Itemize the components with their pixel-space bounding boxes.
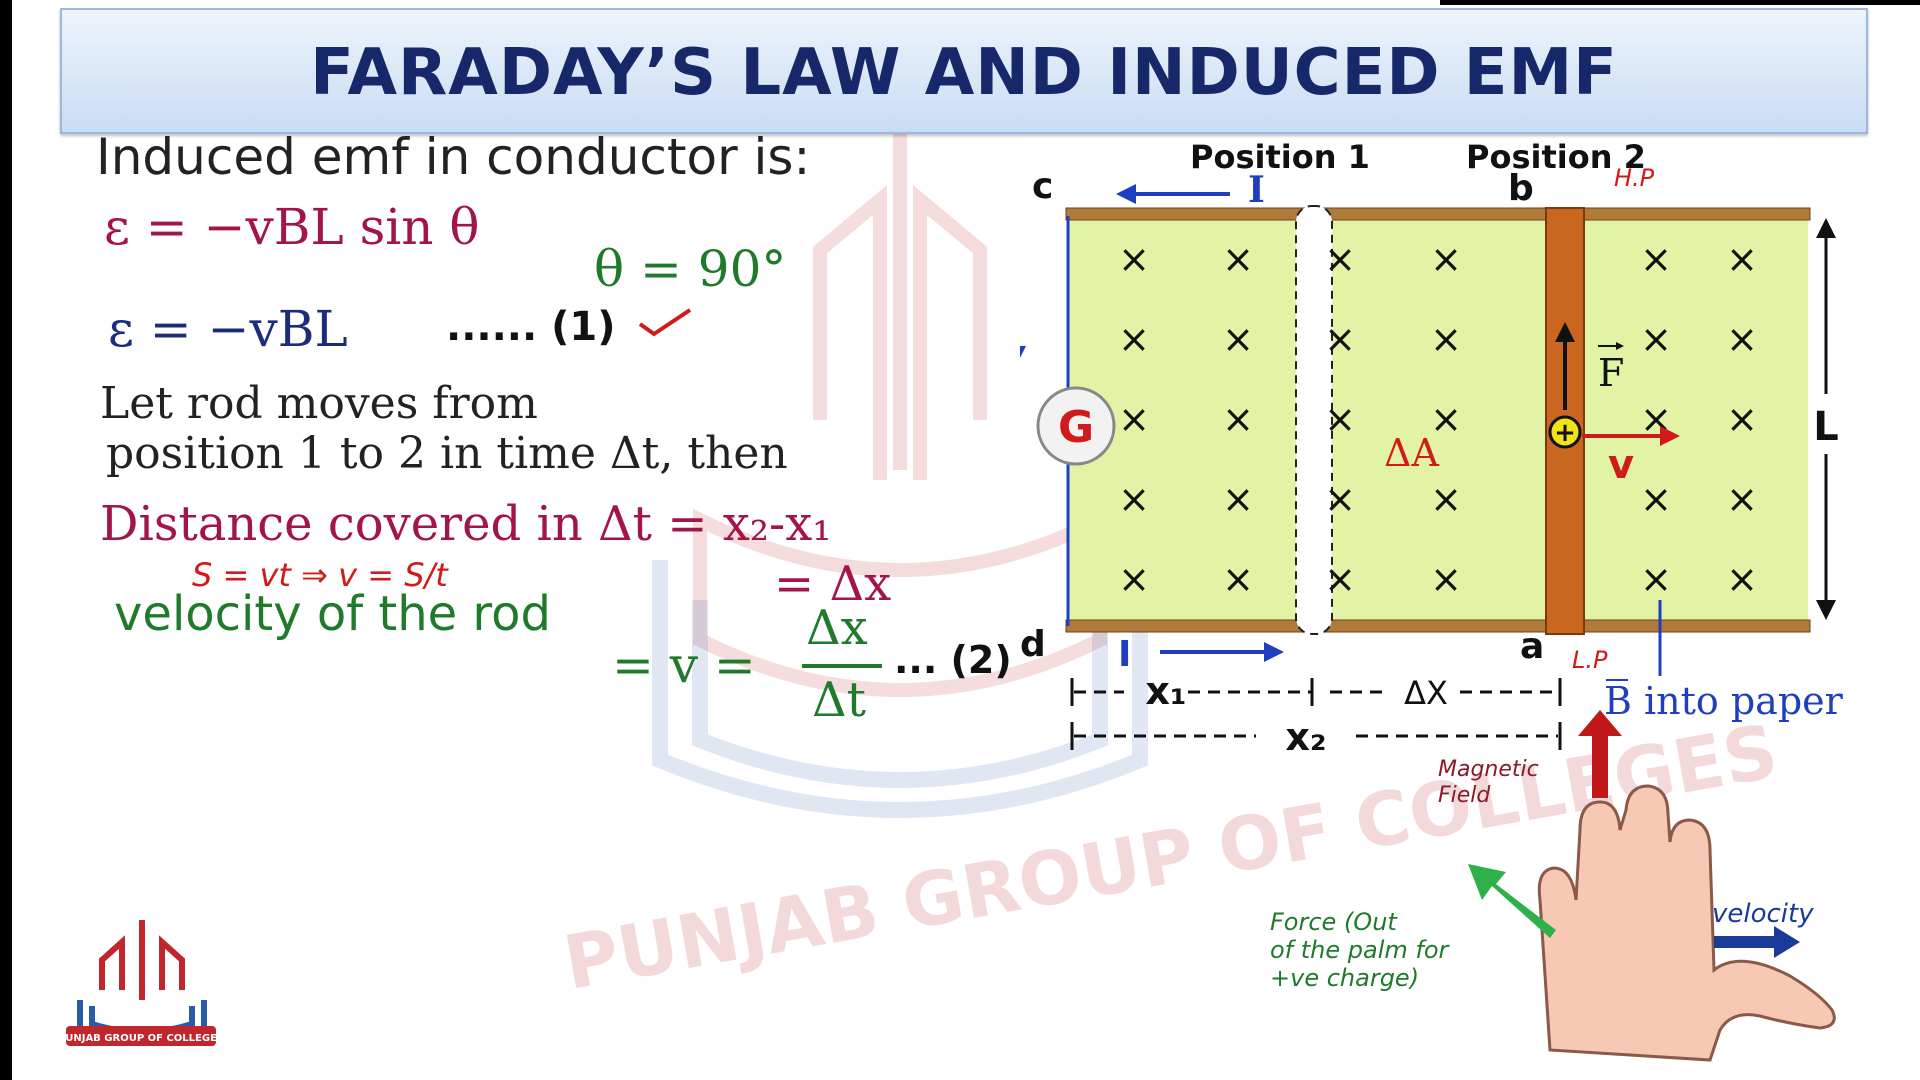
distance-covered-line: Distance covered in Δt = x₂-x₁ [100,496,832,552]
circuit-diagram: × × × × × × × × × × × × × × × × × × × × … [1020,138,1846,1062]
fraction-denominator: Δt [812,672,866,728]
slide-title: FARADAY’S LAW AND INDUCED EMF [310,36,1618,110]
bottom-rail [1065,619,1811,633]
hand-illustration: Magnetic Field Force (Out of the palm fo… [1270,710,1836,1062]
field-cross: × [1430,557,1462,601]
position-2-label: Position 2 [1466,138,1646,176]
force-note-line-3: +ve charge) [1270,964,1419,992]
current-label-top: I [1248,169,1265,211]
delta-a-label: ΔA [1384,431,1439,475]
field-cross: × [1324,237,1356,281]
handwritten-note: S = vt ⇒ v = S/t [192,556,448,594]
low-potential-label: L.P [1572,646,1608,674]
field-cross: × [1726,397,1758,441]
title-banner: FARADAY’S LAW AND INDUCED EMF [60,8,1868,134]
corner-c: c [1032,166,1053,207]
field-cross: × [1430,397,1462,441]
field-cross: × [1118,317,1150,361]
field-cross: × [1640,237,1672,281]
left-frame-border [0,0,12,1080]
hand-velocity-label: velocity [1712,899,1814,929]
field-cross: × [1118,237,1150,281]
field-cross: × [1726,557,1758,601]
field-cross: × [1324,557,1356,601]
corner-d: d [1020,624,1046,665]
fraction-bar [802,664,882,668]
field-region [1068,216,1808,626]
field-cross: × [1726,477,1758,521]
emf-equation-simple: ε = −vBL [108,300,348,358]
field-cross: × [1118,397,1150,441]
top-frame-border [1440,0,1920,5]
b-into-paper-label: B into paper [1604,679,1844,723]
equation-2-tag: ... (2) [894,638,1012,682]
field-cross: × [1430,237,1462,281]
force-label: F [1598,351,1624,395]
field-cross: × [1324,397,1356,441]
field-cross: × [1430,477,1462,521]
corner-b: b [1508,168,1534,209]
field-cross: × [1222,317,1254,361]
current-label-bottom: I [1118,634,1131,675]
positive-charge [1548,415,1582,449]
x1-label: x₁ [1145,669,1186,713]
field-cross: × [1222,477,1254,521]
field-cross: × [1324,317,1356,361]
induced-emf-heading: Induced emf in conductor is: [96,128,811,186]
fraction-numerator: Δx [806,600,868,656]
hand-shape [1537,784,1836,1062]
field-cross: × [1640,317,1672,361]
galvanometer [1036,386,1116,466]
field-cross: × [1222,557,1254,601]
velocity-of-rod-label: velocity of the rod [114,586,551,642]
magnetic-field-arrow [1578,710,1622,798]
high-potential-label: H.P [1614,164,1655,192]
magnetic-field-label-2: Field [1438,783,1491,808]
velocity-arrow-blue [1714,926,1800,958]
field-cross: × [1222,237,1254,281]
force-arrow-green [1468,864,1556,938]
logo-text: PUNJAB GROUP OF COLLEGES [62,1033,222,1044]
top-rail [1065,207,1811,221]
corner-a: a [1520,626,1544,667]
x2-label: x₂ [1285,715,1326,759]
force-note-line-2: of the palm for [1270,936,1451,964]
field-cross: × [1640,477,1672,521]
magnetic-field-label-1: Magnetic [1438,757,1539,782]
force-note-line-1: Force (Out [1270,908,1398,936]
field-cross: × [1726,317,1758,361]
delta-x-label: ΔX [1404,674,1448,712]
field-cross: × [1324,477,1356,521]
college-logo: PUNJAB GROUP OF COLLEGES [62,920,222,1046]
field-cross: × [1222,397,1254,441]
field-cross: × [1726,237,1758,281]
distance-equals-dx: = Δx [774,556,892,612]
paragraph-line-1: Let rod moves from [100,378,538,429]
velocity-equation: = v = [612,636,756,694]
length-label: L [1813,404,1839,450]
checkmark-icon [638,308,692,337]
emf-equation-full: ε = −vBL sin θ [104,198,480,256]
equation-1-tag: ...... (1) [446,304,616,350]
velocity-label: v [1608,442,1634,488]
field-cross: × [1430,317,1462,361]
theta-value: θ = 90° [594,240,787,298]
field-cross: × [1118,477,1150,521]
position-1-label: Position 1 [1190,138,1370,176]
paragraph-line-2: position 1 to 2 in time Δt, then [106,428,788,479]
rod-position-1 [1295,205,1333,635]
field-cross: × [1640,557,1672,601]
field-cross: × [1118,557,1150,601]
galvanometer-label: G [1058,402,1094,453]
positive-charge-sign: + [1554,418,1576,448]
